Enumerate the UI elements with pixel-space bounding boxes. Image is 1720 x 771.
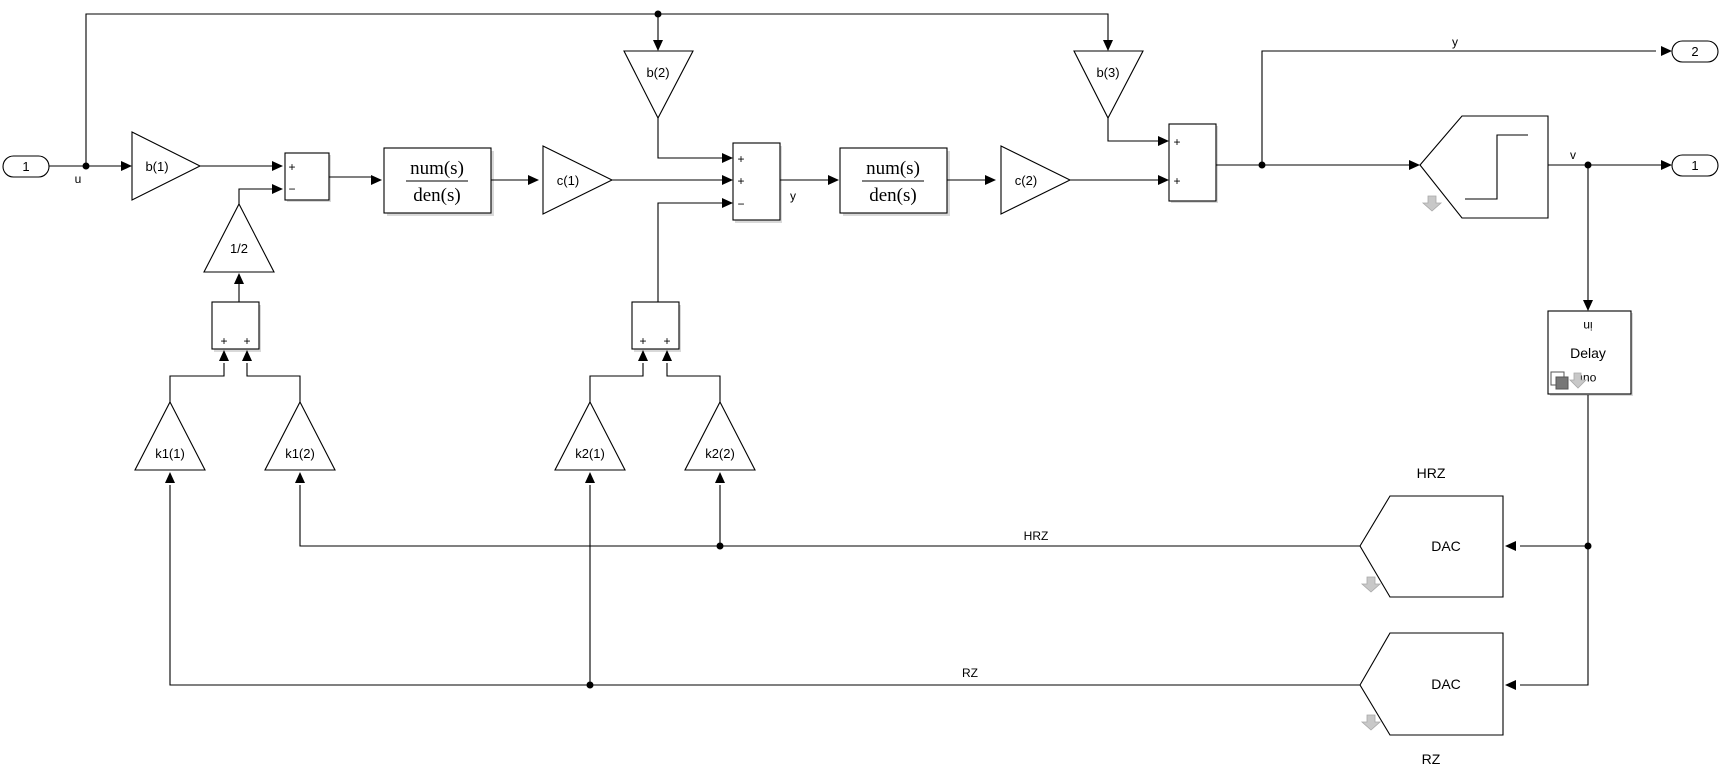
dac-hrz-name: HRZ — [1417, 465, 1446, 481]
arrowheads — [121, 40, 1672, 690]
sum-2-sign-plus-top: + — [737, 152, 744, 166]
outport-2[interactable]: 2 — [1671, 40, 1719, 63]
sum-3[interactable]: + + — [1168, 123, 1217, 202]
dac-hrz-label: DAC — [1431, 538, 1461, 554]
signal-label-v: v — [1570, 148, 1576, 162]
inport-1[interactable]: 1 — [2, 155, 50, 178]
signal-label-rz: RZ — [962, 666, 978, 680]
gain-half[interactable]: 1/2 — [203, 202, 275, 273]
gain-k1-2[interactable]: k1(2) — [264, 400, 336, 471]
gain-b1[interactable]: b(1) — [131, 131, 202, 201]
outport-1[interactable]: 1 — [1671, 154, 1719, 177]
gain-k1-1[interactable]: k1(1) — [134, 400, 206, 471]
transfer-fcn-1-denominator: den(s) — [413, 185, 460, 206]
delay-block[interactable]: in Delay out — [1547, 310, 1632, 395]
stacked-squares-icon — [1550, 371, 1569, 390]
dac-rz-name: RZ — [1422, 751, 1441, 767]
down-arrow-icon — [1569, 372, 1587, 389]
sum-1[interactable]: + − — [284, 152, 330, 201]
gain-c1[interactable]: c(1) — [542, 145, 614, 215]
down-arrow-icon — [1360, 576, 1382, 593]
transfer-fcn-2[interactable]: num(s) den(s) — [839, 147, 948, 214]
transfer-fcn-1[interactable]: num(s) den(s) — [383, 147, 492, 214]
gain-c2-label: c(2) — [1015, 173, 1037, 188]
gain-b3[interactable]: b(3) — [1073, 50, 1144, 120]
sum-k1[interactable]: + + — [211, 301, 260, 350]
transfer-fcn-1-numerator: num(s) — [410, 158, 464, 179]
branch-points — [82, 10, 1592, 689]
relay-step-icon — [1465, 134, 1528, 200]
sum-k2-sign-plus-left: + — [639, 334, 646, 348]
relay-block[interactable] — [1419, 115, 1549, 219]
sum-k1-sign-plus-right: + — [243, 334, 250, 348]
gain-b1-label: b(1) — [145, 159, 168, 174]
delay-label: Delay — [1570, 345, 1606, 361]
gain-k2-1[interactable]: k2(1) — [554, 400, 626, 471]
delay-in-port-label: in — [1583, 319, 1592, 333]
sum-k1-sign-plus-left: + — [220, 334, 227, 348]
down-arrow-icon — [1360, 714, 1382, 731]
outport-2-label: 2 — [1691, 44, 1698, 59]
sum-2-sign-minus: − — [737, 197, 744, 211]
signal-label-y-top: y — [1452, 35, 1458, 49]
gain-b3-label: b(3) — [1096, 65, 1119, 80]
gain-b2[interactable]: b(2) — [623, 50, 694, 120]
dac-hrz[interactable]: DAC — [1359, 495, 1504, 598]
gain-b2-label: b(2) — [646, 65, 669, 80]
gain-k1-2-label: k1(2) — [285, 446, 315, 461]
sum-k2[interactable]: + + — [631, 301, 680, 350]
gain-k2-2[interactable]: k2(2) — [684, 400, 756, 471]
gain-c1-label: c(1) — [557, 173, 579, 188]
inport-1-label: 1 — [22, 159, 29, 174]
sum-k2-sign-plus-right: + — [663, 334, 670, 348]
sum-3-sign-plus-bottom: + — [1173, 174, 1180, 188]
signal-label-y-mid: y — [790, 189, 796, 203]
transfer-fcn-2-denominator: den(s) — [869, 185, 916, 206]
gain-k1-1-label: k1(1) — [155, 446, 185, 461]
sum-2[interactable]: + + − — [732, 142, 781, 221]
signal-label-hrz: HRZ — [1024, 529, 1049, 543]
sum-1-sign-plus: + — [288, 160, 295, 174]
sum-2-sign-plus-mid: + — [737, 174, 744, 188]
gain-half-label: 1/2 — [230, 241, 248, 256]
outport-1-label: 1 — [1691, 158, 1698, 173]
signal-label-u: u — [75, 172, 82, 186]
sum-1-sign-minus: − — [288, 182, 295, 196]
dac-rz-label: DAC — [1431, 676, 1461, 692]
sum-3-sign-plus-top: + — [1173, 135, 1180, 149]
gain-k2-2-label: k2(2) — [705, 446, 735, 461]
gain-k2-1-label: k2(1) — [575, 446, 605, 461]
down-arrow-icon — [1421, 195, 1443, 212]
transfer-fcn-2-numerator: num(s) — [866, 158, 920, 179]
dac-rz[interactable]: DAC — [1359, 632, 1504, 736]
gain-c2[interactable]: c(2) — [1000, 145, 1072, 215]
